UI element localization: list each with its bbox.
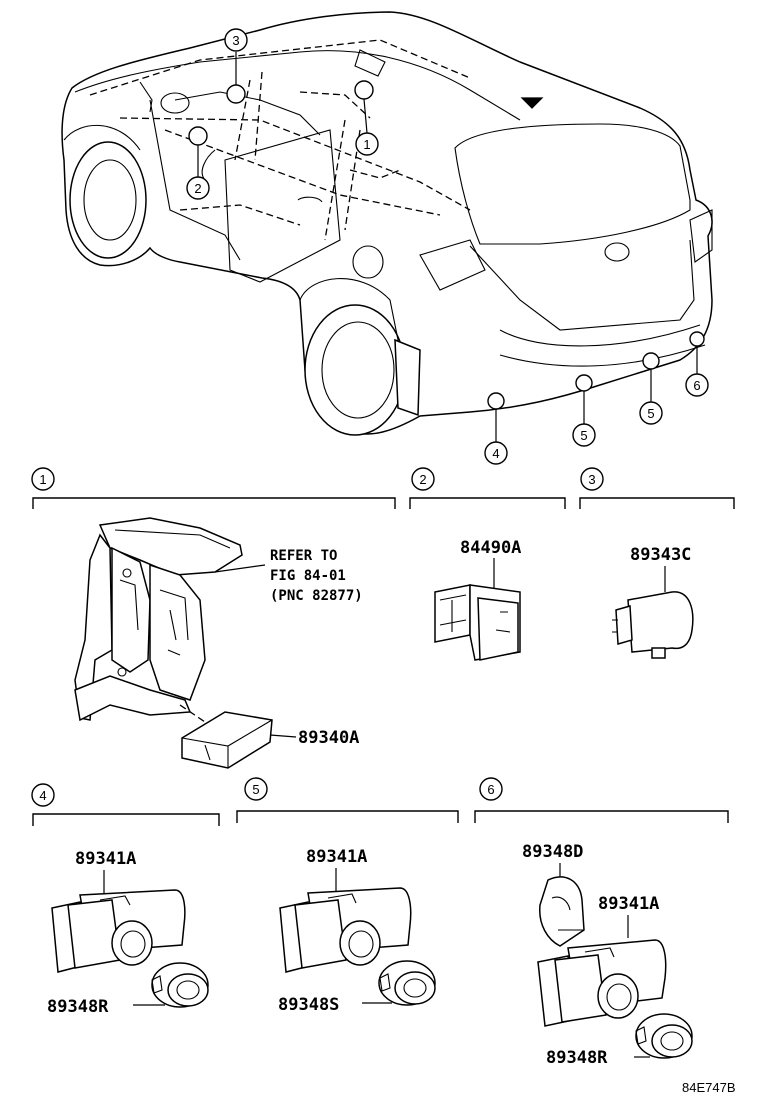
section-2-header: 2 bbox=[409, 467, 566, 509]
callout-5-b: 5 bbox=[639, 401, 663, 425]
ultrasonic-sensor-icon-4 bbox=[51, 889, 186, 973]
part-number-89341A-section5: 89341A bbox=[306, 847, 367, 867]
part-number-89348D: 89348D bbox=[522, 842, 583, 862]
svg-text:6: 6 bbox=[693, 378, 700, 393]
part-number-89348R-section6: 89348R bbox=[546, 1048, 608, 1068]
svg-text:5: 5 bbox=[252, 782, 259, 797]
svg-text:2: 2 bbox=[419, 472, 426, 487]
svg-text:3: 3 bbox=[588, 472, 595, 487]
svg-text:2: 2 bbox=[194, 181, 201, 196]
sensor-4-location-marker bbox=[487, 392, 505, 410]
svg-text:1: 1 bbox=[39, 472, 46, 487]
sensor-5b-location-marker bbox=[642, 352, 660, 370]
ecu-location-marker bbox=[354, 80, 374, 100]
part-number-89341A-section4: 89341A bbox=[75, 849, 136, 869]
callout-6: 6 bbox=[685, 373, 709, 397]
svg-text:6: 6 bbox=[487, 782, 494, 797]
svg-text:1: 1 bbox=[363, 137, 370, 152]
svg-text:4: 4 bbox=[39, 788, 46, 803]
section-1-header: 1 bbox=[31, 467, 396, 509]
part-number-84490A: 84490A bbox=[460, 538, 521, 558]
bracket-illustration bbox=[74, 517, 266, 722]
callout-5-a: 5 bbox=[572, 423, 596, 447]
switch-location-marker bbox=[188, 126, 208, 146]
part-number-89340A: 89340A bbox=[298, 728, 359, 748]
part-number-89348R-section4: 89348R bbox=[47, 997, 109, 1017]
svg-text:3: 3 bbox=[232, 33, 239, 48]
suv-rear-three-quarter-icon bbox=[61, 11, 713, 436]
part-number-89343C: 89343C bbox=[630, 545, 691, 565]
section-3-header: 3 bbox=[579, 467, 735, 509]
callout-4: 4 bbox=[484, 441, 508, 465]
sensor-retainer-ring-icon-5 bbox=[378, 960, 436, 1006]
section-5-header: 5 bbox=[236, 777, 459, 823]
sensor-6-location-marker bbox=[689, 331, 705, 347]
refer-label-line3: (PNC 82877) bbox=[270, 588, 363, 604]
ultrasonic-sensor-icon-6 bbox=[537, 939, 667, 1027]
svg-text:4: 4 bbox=[492, 446, 499, 461]
control-module-icon bbox=[179, 704, 273, 769]
clearance-sonar-switch-icon bbox=[434, 584, 521, 661]
sensor-retainer-ring-icon-4 bbox=[151, 962, 209, 1008]
sensor-retainer-ring-icon-6 bbox=[635, 1013, 693, 1059]
callout-3: 3 bbox=[224, 28, 248, 52]
svg-text:5: 5 bbox=[580, 428, 587, 443]
ultrasonic-sensor-icon-5 bbox=[279, 887, 412, 973]
sensor-cover-icon bbox=[539, 876, 585, 947]
buzzer-icon bbox=[612, 591, 694, 659]
figure-code: 84E747B bbox=[682, 1080, 736, 1095]
buzzer-location-marker bbox=[226, 84, 246, 104]
vehicle-callouts: 3 1 2 4 5 5 6 bbox=[186, 28, 709, 465]
sensor-5-location-marker bbox=[575, 374, 593, 392]
callout-2: 2 bbox=[186, 176, 210, 200]
part-number-89348S: 89348S bbox=[278, 995, 339, 1015]
section-4-header: 4 bbox=[31, 783, 220, 826]
refer-label-line2: FIG 84-01 bbox=[270, 568, 346, 584]
callout-1: 1 bbox=[355, 132, 379, 156]
section-6-header: 6 bbox=[474, 777, 729, 823]
part-number-89341A-section6: 89341A bbox=[598, 894, 659, 914]
refer-label-line1: REFER TO bbox=[270, 548, 337, 564]
location-markers bbox=[188, 52, 705, 442]
svg-text:5: 5 bbox=[647, 406, 654, 421]
